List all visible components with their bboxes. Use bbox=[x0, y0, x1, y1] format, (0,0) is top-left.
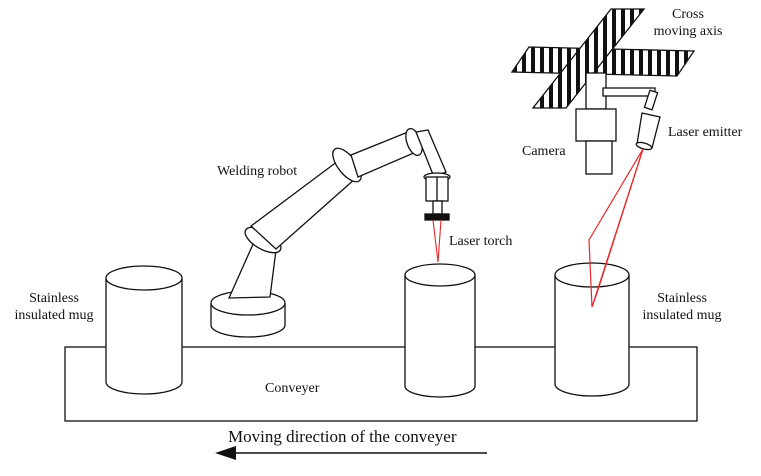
welding-robot-label: Welding robot bbox=[217, 164, 298, 179]
welding-robot bbox=[210, 127, 451, 338]
mug-right-label-line2: insulated mug bbox=[642, 308, 722, 323]
axis-diagonal bbox=[531, 8, 646, 109]
laser-torch-beam bbox=[432, 219, 442, 263]
mug-middle bbox=[404, 263, 476, 398]
mug-left bbox=[105, 265, 183, 395]
mug-left-label-line1: Stainless bbox=[29, 291, 79, 306]
camera bbox=[575, 108, 617, 175]
cross-moving-axis bbox=[510, 8, 696, 111]
mug-right-label-line1: Stainless bbox=[657, 291, 707, 306]
mug-right bbox=[554, 262, 630, 397]
camera-label: Camera bbox=[522, 144, 566, 159]
direction-arrow bbox=[215, 446, 487, 460]
robot-wrist-link bbox=[415, 129, 447, 178]
direction-label: Moving direction of the conveyer bbox=[228, 427, 457, 446]
torch-nozzle bbox=[424, 213, 450, 221]
mug-left-label: Stainless insulated mug bbox=[6, 290, 102, 324]
conveyer-label: Conveyer bbox=[265, 381, 320, 396]
cross-axis-label: Cross moving axis bbox=[648, 6, 728, 40]
laser-emitter-beam bbox=[588, 148, 644, 308]
cross-axis-label-line2: moving axis bbox=[653, 24, 723, 39]
laser-emitter bbox=[635, 112, 661, 151]
laser-torch-label: Laser torch bbox=[449, 234, 513, 249]
mug-right-label: Stainless insulated mug bbox=[634, 290, 730, 324]
mug-left-label-line2: insulated mug bbox=[14, 308, 94, 323]
laser-emitter-label: Laser emitter bbox=[668, 125, 743, 140]
cross-axis-label-line1: Cross bbox=[672, 7, 704, 22]
